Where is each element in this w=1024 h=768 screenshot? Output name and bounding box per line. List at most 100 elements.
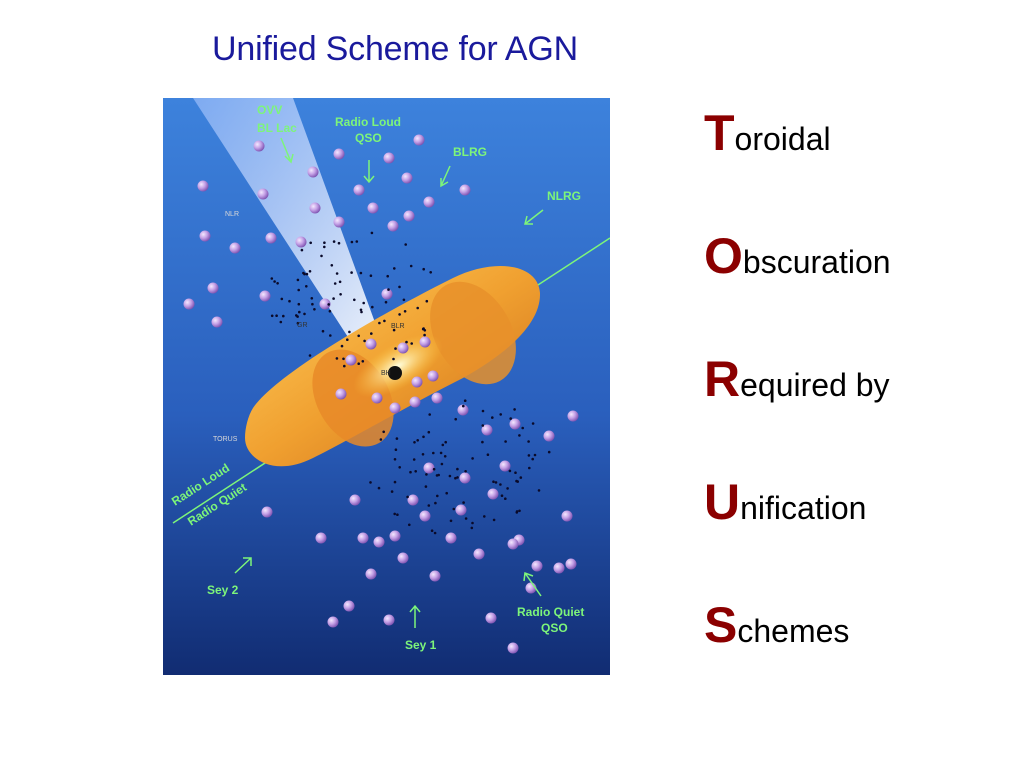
cloud-dot (398, 313, 401, 316)
cloud-sphere (485, 612, 497, 624)
arrow-radio-quiet-qso-icon (523, 571, 542, 597)
cloud-dot (359, 271, 363, 275)
cloud-sphere (565, 558, 577, 570)
cloud-dot (348, 330, 351, 334)
cloud-sphere (509, 418, 521, 430)
cloud-dot (308, 354, 312, 357)
arrow-nlrg-icon (524, 209, 544, 225)
cloud-sphere (319, 298, 331, 310)
cloud-dot (350, 240, 354, 244)
cloud-dot (359, 308, 363, 312)
cloud-sphere (397, 342, 409, 354)
cloud-dot (494, 481, 498, 484)
cloud-dot (409, 470, 412, 474)
cloud-dot (509, 417, 512, 420)
cloud-dot (383, 319, 386, 323)
cloud-dot (531, 422, 535, 425)
cloud-dot (527, 454, 531, 457)
cloud-dot (409, 264, 413, 268)
cloud-dot (370, 332, 373, 335)
cloud-sphere (197, 180, 209, 192)
cloud-sphere (473, 548, 485, 560)
cloud-dot (313, 308, 316, 311)
cloud-dot (377, 486, 381, 490)
cloud-dot (303, 312, 306, 316)
cloud-sphere (429, 570, 441, 582)
label-torus: TORUS (213, 436, 238, 443)
cloud-sphere (389, 402, 401, 414)
cloud-dot (404, 243, 407, 246)
label-radio-loud-qso-2: QSO (355, 131, 382, 145)
cloud-dot (394, 347, 397, 350)
cloud-sphere (499, 460, 511, 472)
cloud-sphere (327, 616, 339, 628)
cloud-sphere (207, 282, 219, 294)
cloud-dot (402, 298, 406, 302)
cloud-dot (518, 509, 521, 513)
arrow-sey1-icon (409, 604, 421, 628)
cloud-dot (406, 495, 409, 499)
cloud-sphere (531, 560, 543, 572)
acronym-initial: S (704, 597, 738, 653)
cloud-sphere (253, 140, 265, 152)
cloud-dot (528, 466, 531, 470)
acronym-rest: chemes (737, 613, 850, 649)
acronym-line-s: Schemes (704, 596, 1004, 719)
cloud-dot (422, 435, 425, 439)
cloud-dot (515, 479, 518, 483)
cloud-dot (382, 430, 385, 434)
cloud-sphere (507, 538, 519, 550)
cloud-sphere (445, 532, 457, 544)
cloud-dot (302, 271, 305, 275)
cloud-dot (435, 474, 439, 477)
cloud-dot (353, 298, 356, 302)
cloud-sphere (295, 236, 307, 248)
cloud-sphere (343, 600, 355, 612)
cloud-dot (369, 481, 372, 484)
cloud-sphere (389, 530, 401, 542)
cloud-dot (276, 282, 279, 285)
cloud-dot (332, 240, 336, 243)
cloud-dot (270, 277, 274, 280)
cloud-sphere (211, 316, 223, 328)
cloud-dot (414, 470, 417, 473)
cloud-sphere (265, 232, 277, 244)
cloud-sphere (413, 134, 425, 146)
acronym-rest: equired by (740, 367, 890, 403)
cloud-dot (298, 310, 301, 314)
cloud-dot (483, 515, 486, 518)
cloud-dot (464, 517, 468, 520)
cloud-dot (357, 362, 360, 366)
cloud-dot (471, 521, 474, 525)
cloud-dot (491, 416, 494, 419)
cloud-dot (339, 293, 342, 296)
cloud-dot (335, 272, 339, 275)
cloud-sphere (257, 188, 269, 200)
cloud-dot (346, 338, 349, 341)
cloud-dot (440, 462, 444, 466)
cloud-dot (342, 357, 345, 361)
cloud-sphere (307, 166, 319, 178)
cloud-dots (270, 231, 551, 535)
acronym-rest: oroidal (734, 121, 831, 157)
cloud-dot (537, 489, 541, 492)
cloud-sphere (409, 396, 421, 408)
cloud-dot (393, 512, 396, 516)
label-blrg: BLRG (453, 145, 487, 159)
cloud-dot (323, 241, 326, 244)
cloud-dot (429, 271, 433, 274)
cloud-dot (398, 285, 401, 289)
cloud-dot (309, 241, 312, 245)
emission-clouds (183, 134, 579, 654)
cloud-sphere (367, 202, 379, 214)
cloud-dot (444, 440, 448, 444)
cloud-dot (499, 483, 502, 486)
label-nlr: NLR (225, 211, 239, 218)
cloud-dot (327, 303, 330, 306)
cloud-dot (504, 440, 507, 443)
cloud-sphere (567, 410, 579, 422)
cloud-sphere (459, 472, 471, 484)
cloud-dot (310, 297, 314, 300)
cloud-dot (500, 494, 504, 498)
acronym-rest: bscuration (742, 244, 891, 280)
